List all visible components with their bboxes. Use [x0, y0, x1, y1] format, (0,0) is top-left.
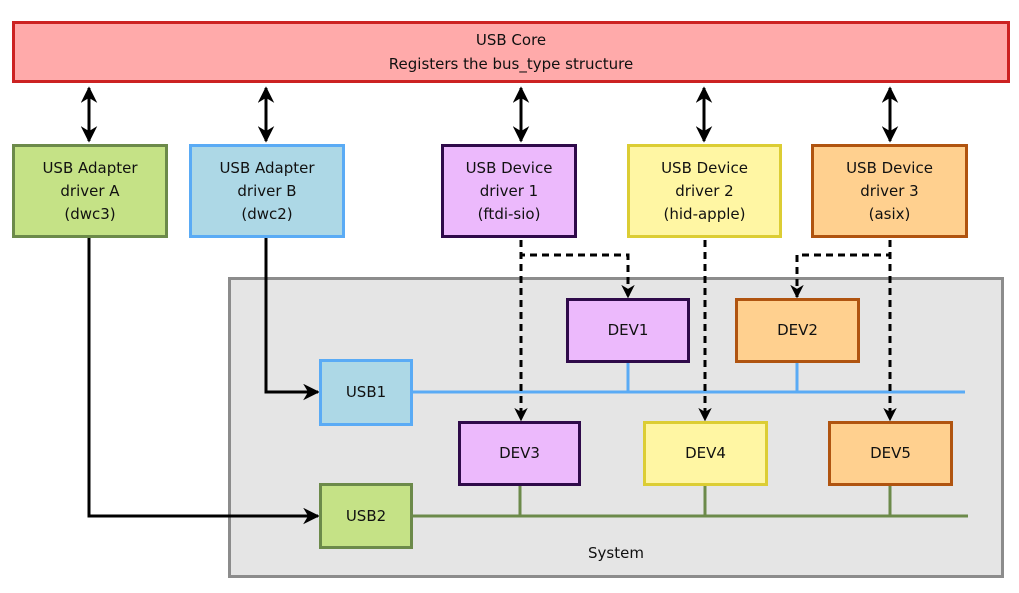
usb-core-title: USB Core [475, 31, 547, 49]
dev2-label: DEV2 [777, 321, 818, 339]
usb-core-subtitle: Registers the bus_type structure [388, 55, 634, 73]
dev4-label: DEV4 [685, 444, 726, 462]
driver-line: (ftdi-sio) [477, 204, 541, 223]
driver-line: USB Adapter [42, 158, 138, 177]
driver-line: (dwc2) [241, 204, 293, 223]
driver-line: driver B [237, 181, 297, 200]
driver-line: USB Device [465, 158, 553, 177]
driver-line: driver 3 [860, 181, 919, 200]
device-driver-2-box: USB Device driver 2 (hid-apple) [627, 144, 782, 238]
driver-line: driver 2 [675, 181, 734, 200]
usb1-controller-box: USB1 [319, 359, 413, 426]
dev1-label: DEV1 [607, 321, 649, 339]
dev3-box: DEV3 [458, 421, 581, 486]
adapter-a-to-usb2-arrow [87, 237, 320, 525]
device-1-to-dev1-arrow [519, 240, 635, 299]
driver-line: USB Device [661, 158, 748, 177]
adapter-driver-b-box: USB Adapter driver B (dwc2) [189, 144, 345, 238]
usb2-controller-box: USB2 [319, 483, 413, 549]
driver-line: (dwc3) [64, 204, 116, 223]
system-label: System [588, 544, 644, 562]
driver-line: (asix) [868, 204, 911, 223]
dev3-label: DEV3 [499, 444, 540, 462]
driver-line: USB Adapter [219, 158, 315, 177]
usb2-label: USB2 [345, 506, 387, 525]
dev4-box: DEV4 [643, 421, 768, 486]
device-3-to-dev2-arrow [790, 240, 892, 299]
dev5-box: DEV5 [828, 421, 953, 486]
driver-line: driver 1 [479, 181, 539, 200]
dev5-label: DEV5 [870, 444, 911, 462]
dev2-box: DEV2 [735, 298, 860, 363]
device-driver-3-box: USB Device driver 3 (asix) [811, 144, 968, 238]
adapter-driver-a-box: USB Adapter driver A (dwc3) [12, 144, 168, 238]
usb1-label: USB1 [345, 383, 387, 401]
driver-line: driver A [60, 181, 120, 200]
usb-core-box: USB Core Registers the bus_type structur… [12, 21, 1010, 83]
driver-line: (hid-apple) [663, 204, 746, 223]
device-driver-1-box: USB Device driver 1 (ftdi-sio) [441, 144, 577, 238]
driver-line: USB Device [846, 158, 933, 177]
adapter-b-to-usb1-arrow [264, 237, 320, 401]
dev1-box: DEV1 [566, 298, 690, 363]
